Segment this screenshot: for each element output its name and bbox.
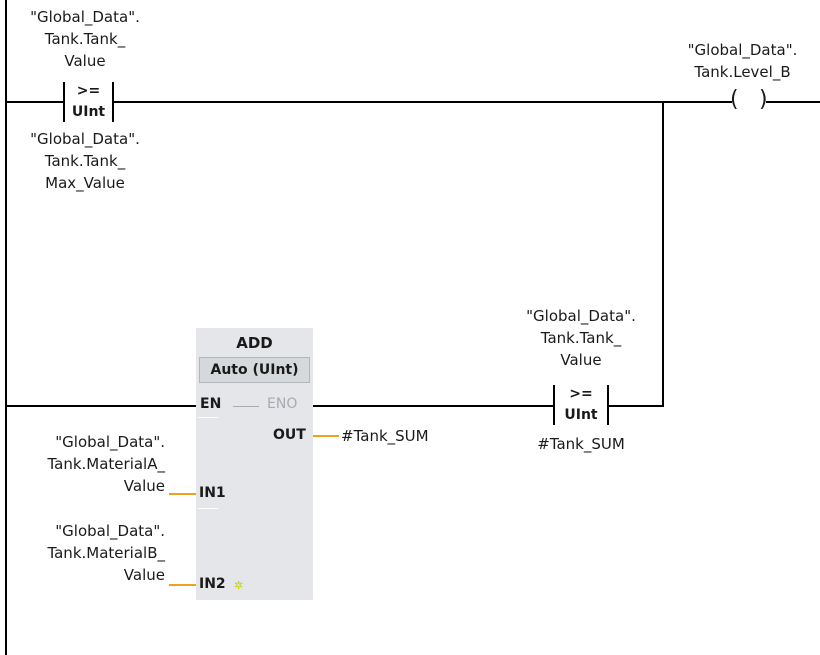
add-block-title: ADD [236,334,273,352]
out-operand[interactable]: #Tank_SUM [341,427,429,445]
rung2-operand-top-line2: Tank.Tank_ [540,329,622,347]
rung2-contact-operator[interactable]: >= [569,386,593,402]
rung1-operand-bottom-line3: Max_Value [45,174,125,192]
rung1-contact-operator[interactable]: >= [76,83,101,99]
in1-pin[interactable]: IN1 [199,485,226,501]
rung1-operand-top-line1: "Global_Data". [30,8,140,26]
add-block-type-selector[interactable]: Auto (UInt) [199,357,310,383]
coil-operand-line2: Tank.Level_B [694,63,791,81]
rung1-contact-left-rail [63,82,65,122]
rung1-wire-left [5,101,64,103]
coil-operand-line1: "Global_Data". [687,41,798,59]
in1-operand-line3: Value [123,477,165,495]
rung2-operand-top-line3: Value [560,351,602,369]
rung2-operand-top: "Global_Data". Tank.Tank_ Value [506,305,656,371]
rung1-operand-bottom-line1: "Global_Data". [30,130,140,148]
rung1-operand-top-line2: Tank.Tank_ [44,30,126,48]
rung2-contact-left-rail [553,385,555,425]
in2-operand-line3: Value [123,566,165,584]
rung1-operand-top-line3: Value [64,52,106,70]
out-pin[interactable]: OUT [273,427,306,443]
rung1-contact-right-rail [112,82,114,122]
in2-operand-line1: "Global_Data". [55,522,165,540]
add-function-block[interactable]: ADD Auto (UInt) EN ENO OUT IN1 IN2 ✲ [196,328,313,600]
in1-operand-line2: Tank.MaterialA_ [47,455,165,473]
in1-pin-wire [169,493,196,495]
rung2-wire-eno [313,405,554,407]
rung2-wire-right [608,405,664,407]
in1-operand-line1: "Global_Data". [55,433,165,451]
rung2-contact-right-rail [607,385,609,425]
rung2-wire-left [5,405,196,407]
in2-pin-wire [169,584,196,586]
en-pin-underline [198,417,218,418]
in1-operand[interactable]: "Global_Data". Tank.MaterialA_ Value [20,431,165,497]
eno-pin[interactable]: ENO [267,396,298,412]
coil-left-paren[interactable]: ( [730,87,739,112]
rung1-operand-bottom: "Global_Data". Tank.Tank_ Max_Value [10,128,160,194]
rung1-operand-top: "Global_Data". Tank.Tank_ Value [10,6,160,72]
parallel-branch-wire [662,101,664,406]
in2-pin[interactable]: IN2 [199,576,226,592]
in2-operand-line2: Tank.MaterialB_ [47,544,165,562]
en-pin[interactable]: EN [200,396,222,412]
rung1-wire-right [114,101,732,103]
rung1-wire-coil-out [766,101,820,103]
en-eno-passthrough-line [233,406,259,407]
rung2-operand-top-line1: "Global_Data". [526,307,636,325]
coil-operand: "Global_Data". Tank.Level_B [670,39,815,83]
rung1-operand-bottom-line2: Tank.Tank_ [44,152,126,170]
add-input-icon[interactable]: ✲ [234,579,244,592]
rung2-operand-bottom[interactable]: #Tank_SUM [537,435,625,453]
rung1-contact-type[interactable]: UInt [71,104,106,120]
in1-pin-underline [198,508,218,509]
rung2-contact-type[interactable]: UInt [564,407,598,423]
coil-right-paren[interactable]: ) [759,87,768,112]
in2-operand[interactable]: "Global_Data". Tank.MaterialB_ Value [20,520,165,586]
left-power-rail [5,0,7,655]
out-pin-wire [313,435,339,437]
